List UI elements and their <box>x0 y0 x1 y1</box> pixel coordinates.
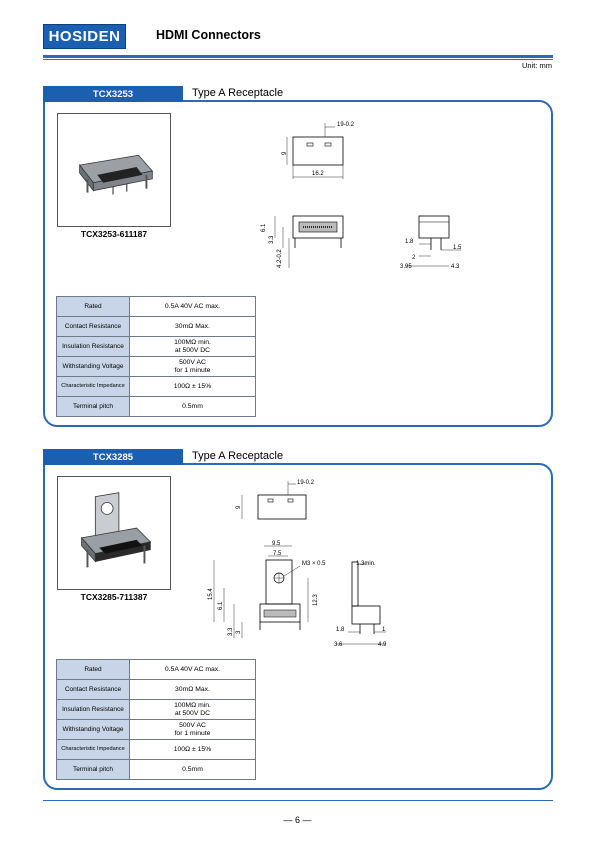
spec-label: Rated <box>56 659 130 680</box>
dim-label: 3.3 <box>269 235 275 244</box>
spec-value: 0.5A 40V AC max. <box>129 659 256 680</box>
spec-value: 0.5A 40V AC max. <box>129 296 256 317</box>
spec-value: 100MΩ min.at 500V DC <box>129 699 256 720</box>
spec-label: Insulation Resistance <box>56 699 130 720</box>
page-title: HDMI Connectors <box>156 28 261 42</box>
spec-label: Terminal pitch <box>56 759 130 780</box>
spec-value: 0.5mm <box>129 759 256 780</box>
dim-label: 1.5 <box>453 245 462 251</box>
spec-label: Characteristic Impedance <box>56 376 130 397</box>
logo-text: HOSIDEN <box>48 28 121 45</box>
spec-value: 100Ω ± 15% <box>129 739 256 760</box>
dim-label: 2 <box>412 255 416 261</box>
spec-value: 30mΩ Max. <box>129 679 256 700</box>
spec-value: 0.5mm <box>129 396 256 417</box>
connector-type: Type A Receptacle <box>192 87 284 99</box>
dim-label: 19-0.2 <box>297 480 315 486</box>
dim-label: 3.3 <box>228 627 234 636</box>
spec-label: Rated <box>56 296 130 317</box>
front-view-drawing: 9.5 7.5 M3 × 0.5 15.4 6.1 12.3 3.3 3 <box>208 541 326 638</box>
dim-label: 1 <box>382 627 386 633</box>
dim-label: 16.2 <box>312 171 324 177</box>
connector-type: Type A Receptacle <box>192 450 284 462</box>
spec-label: Contact Resistance <box>56 679 130 700</box>
dim-label: 3 <box>236 630 242 634</box>
spec-label: Characteristic Impedance <box>56 739 130 760</box>
dim-label: 7.5 <box>273 551 282 557</box>
dim-label: M3 × 0.5 <box>302 561 326 567</box>
top-view-drawing: 19-0.2 9 16.2 <box>282 122 355 179</box>
dim-label: 4.2-0.2 <box>277 249 283 268</box>
dim-label: 1.8 <box>336 627 345 633</box>
product-section-tcx3253 <box>43 100 553 427</box>
part-number: TCX3253-611187 <box>80 229 148 239</box>
dim-label: 6.1 <box>261 223 267 232</box>
unit-label: Unit: mm <box>522 61 552 70</box>
dim-label: 6.1 <box>218 601 224 610</box>
model-tab: TCX3253 <box>43 86 183 102</box>
dim-label: 9 <box>282 151 288 155</box>
dim-label: 15.4 <box>208 588 214 600</box>
spec-value: 30mΩ Max. <box>129 316 256 337</box>
spec-value: 100MΩ min.at 500V DC <box>129 336 256 357</box>
dim-label: 1.3min. <box>356 561 376 567</box>
model-tab: TCX3285 <box>43 449 183 465</box>
dim-label: 1.8 <box>405 239 414 245</box>
dim-label: 19-0.2 <box>337 122 355 128</box>
spec-label: Insulation Resistance <box>56 336 130 357</box>
spec-value: 100Ω ± 15% <box>129 376 256 397</box>
header-rule-thin <box>43 59 553 60</box>
side-view-drawing: 1.8 1.5 2 3.95 4.3 <box>400 215 462 270</box>
spec-label: Terminal pitch <box>56 396 130 417</box>
spec-label: Withstanding Voltage <box>56 719 130 740</box>
top-view-drawing: 19-0.2 9 <box>236 480 315 520</box>
product-photo <box>57 476 171 590</box>
header-rule <box>43 55 553 58</box>
dim-label: 3.95 <box>400 264 412 270</box>
brand-logo: HOSIDEN <box>43 24 126 49</box>
dim-label: 3.6 <box>334 642 343 648</box>
dim-label: 4.9 <box>378 642 387 648</box>
dim-label: 12.3 <box>313 594 319 606</box>
part-number: TCX3285-711387 <box>80 592 148 602</box>
side-view-drawing: 1.3min. 1.8 1 3.6 4.9 <box>334 561 387 648</box>
front-view-drawing: 6.1 3.3 4.2-0.2 <box>261 215 344 268</box>
spec-label: Withstanding Voltage <box>56 356 130 377</box>
product-section-tcx3285 <box>43 463 553 790</box>
spec-label: Contact Resistance <box>56 316 130 337</box>
dim-label: 9.5 <box>272 541 281 547</box>
footer-rule <box>43 800 553 801</box>
product-photo <box>57 113 171 227</box>
dim-label: 9 <box>236 505 242 509</box>
dim-label: 4.3 <box>451 264 460 270</box>
page-number: — 6 — <box>283 815 312 825</box>
